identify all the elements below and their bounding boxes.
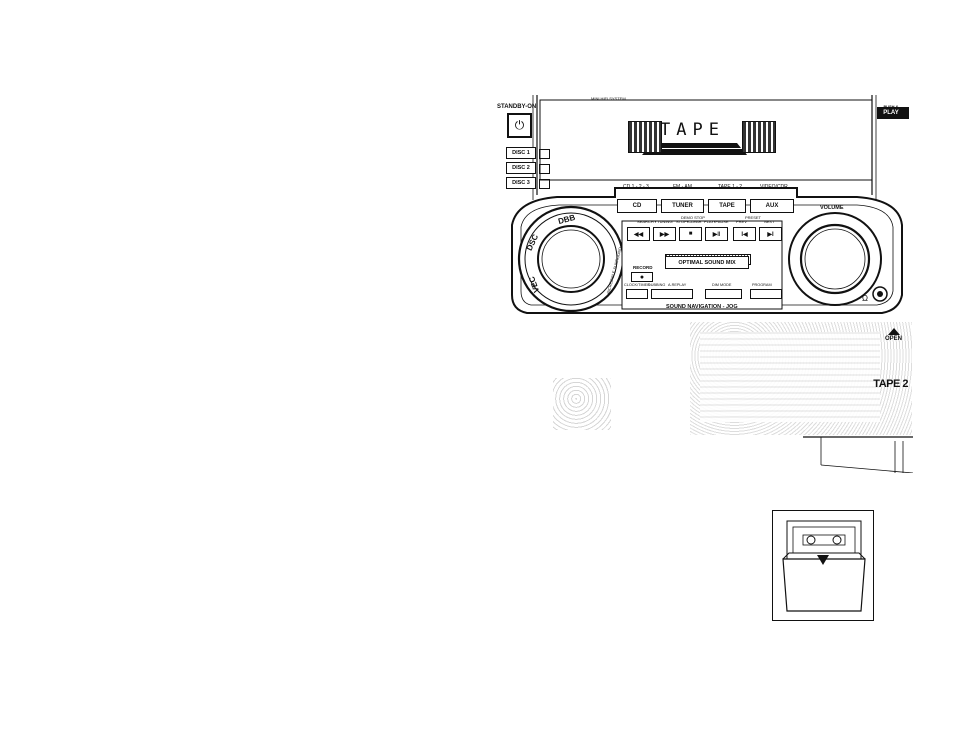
tape2-deck-texture <box>700 332 880 422</box>
play-pause-button[interactable]: ▶‖ <box>705 227 728 241</box>
next-label: NEXT <box>764 219 775 224</box>
sound-navigation-jog-knob[interactable] <box>541 229 603 291</box>
source-label-tape: TAPE 1 - 2 <box>718 184 743 190</box>
level-meter <box>642 143 747 155</box>
program-label: PROGRAM <box>752 283 772 287</box>
display-right-segments <box>742 121 776 153</box>
volume-label: VOLUME <box>820 205 844 211</box>
tuner-button[interactable]: TUNER <box>661 199 704 213</box>
demo-stop-label: DEMO STOP <box>681 215 705 220</box>
push-play-label: PUSH & PLAY <box>880 104 902 116</box>
standby-label: STANDBY-ON <box>497 104 537 110</box>
clock-timer-button[interactable] <box>626 289 648 299</box>
brand-line: MINI HIFI SYSTEM <box>591 96 626 101</box>
display-readout: TAPE 1 <box>660 120 758 140</box>
next-button[interactable]: ▶I <box>759 227 782 241</box>
clock-timer-label: CLOCK/TIMER <box>624 283 650 287</box>
cd-button[interactable]: CD <box>617 199 657 213</box>
aux-button[interactable]: AUX <box>750 199 794 213</box>
program-button[interactable] <box>750 289 782 299</box>
record-button[interactable]: ● <box>631 272 653 282</box>
source-label-aux: VIDEO/CDR <box>760 184 788 190</box>
eject-icon <box>888 328 900 335</box>
tape-button[interactable]: TAPE <box>708 199 746 213</box>
faded-fragment <box>553 378 611 430</box>
presets-label: PRESET <box>745 215 762 220</box>
play-pause-label: PLAY•PAUSE <box>704 219 729 224</box>
prev-button[interactable]: I◀ <box>733 227 756 241</box>
sound-navigation-label: SOUND NAVIGATION - JOG <box>666 304 738 310</box>
tape2-deck: OPEN TAPE 2 <box>690 322 912 435</box>
tape2-base-lines <box>803 436 914 474</box>
prev-label: PREV <box>736 219 747 224</box>
display-left-segments <box>628 121 662 153</box>
disc-2-button[interactable]: DISC 2 <box>506 162 536 174</box>
stop-clear-label: STOP•CLEAR <box>676 219 702 224</box>
stop-clear-button[interactable]: ■ <box>679 227 702 241</box>
push-play-line2: PLAY <box>883 110 899 116</box>
push-play-line1: PUSH & <box>883 104 899 109</box>
dim-mode-label: DIM MODE <box>712 283 732 287</box>
standby-on-button[interactable]: ⏻ <box>507 113 532 138</box>
dim-mode-button[interactable] <box>705 289 742 299</box>
cassette-icon <box>782 520 866 612</box>
tape2-deck-base <box>803 435 914 474</box>
dubbing-label: DUBBING <box>648 283 666 287</box>
disc-3-button[interactable]: DISC 3 <box>506 177 536 189</box>
power-icon: ⏻ <box>514 118 525 132</box>
disc-2-indicator <box>539 164 550 174</box>
volume-knob[interactable] <box>805 229 867 291</box>
optimal-sound-mix-button[interactable]: OPTIMAL SOUND MIX <box>665 256 749 269</box>
record-label: RECORD <box>633 265 653 270</box>
areplay-label: A.REPLAY <box>668 283 687 287</box>
search-back-button[interactable]: ◀◀ <box>627 227 650 241</box>
open-label: OPEN <box>884 336 902 342</box>
search-forward-button[interactable]: ▶▶ <box>653 227 676 241</box>
source-label-tuner: FM - AM <box>673 184 692 190</box>
source-label-cd: CD 1 - 2 - 3 <box>623 184 649 190</box>
search-tuning-label: SEARCH • TUNING <box>637 219 673 224</box>
disc-1-indicator <box>539 149 550 159</box>
dubbing-areplay-button[interactable] <box>651 289 693 299</box>
disc-3-indicator <box>539 179 550 189</box>
cassette-insert-inset <box>772 510 874 621</box>
tape2-label: TAPE 2 <box>873 378 908 390</box>
disc-1-button[interactable]: DISC 1 <box>506 147 536 159</box>
